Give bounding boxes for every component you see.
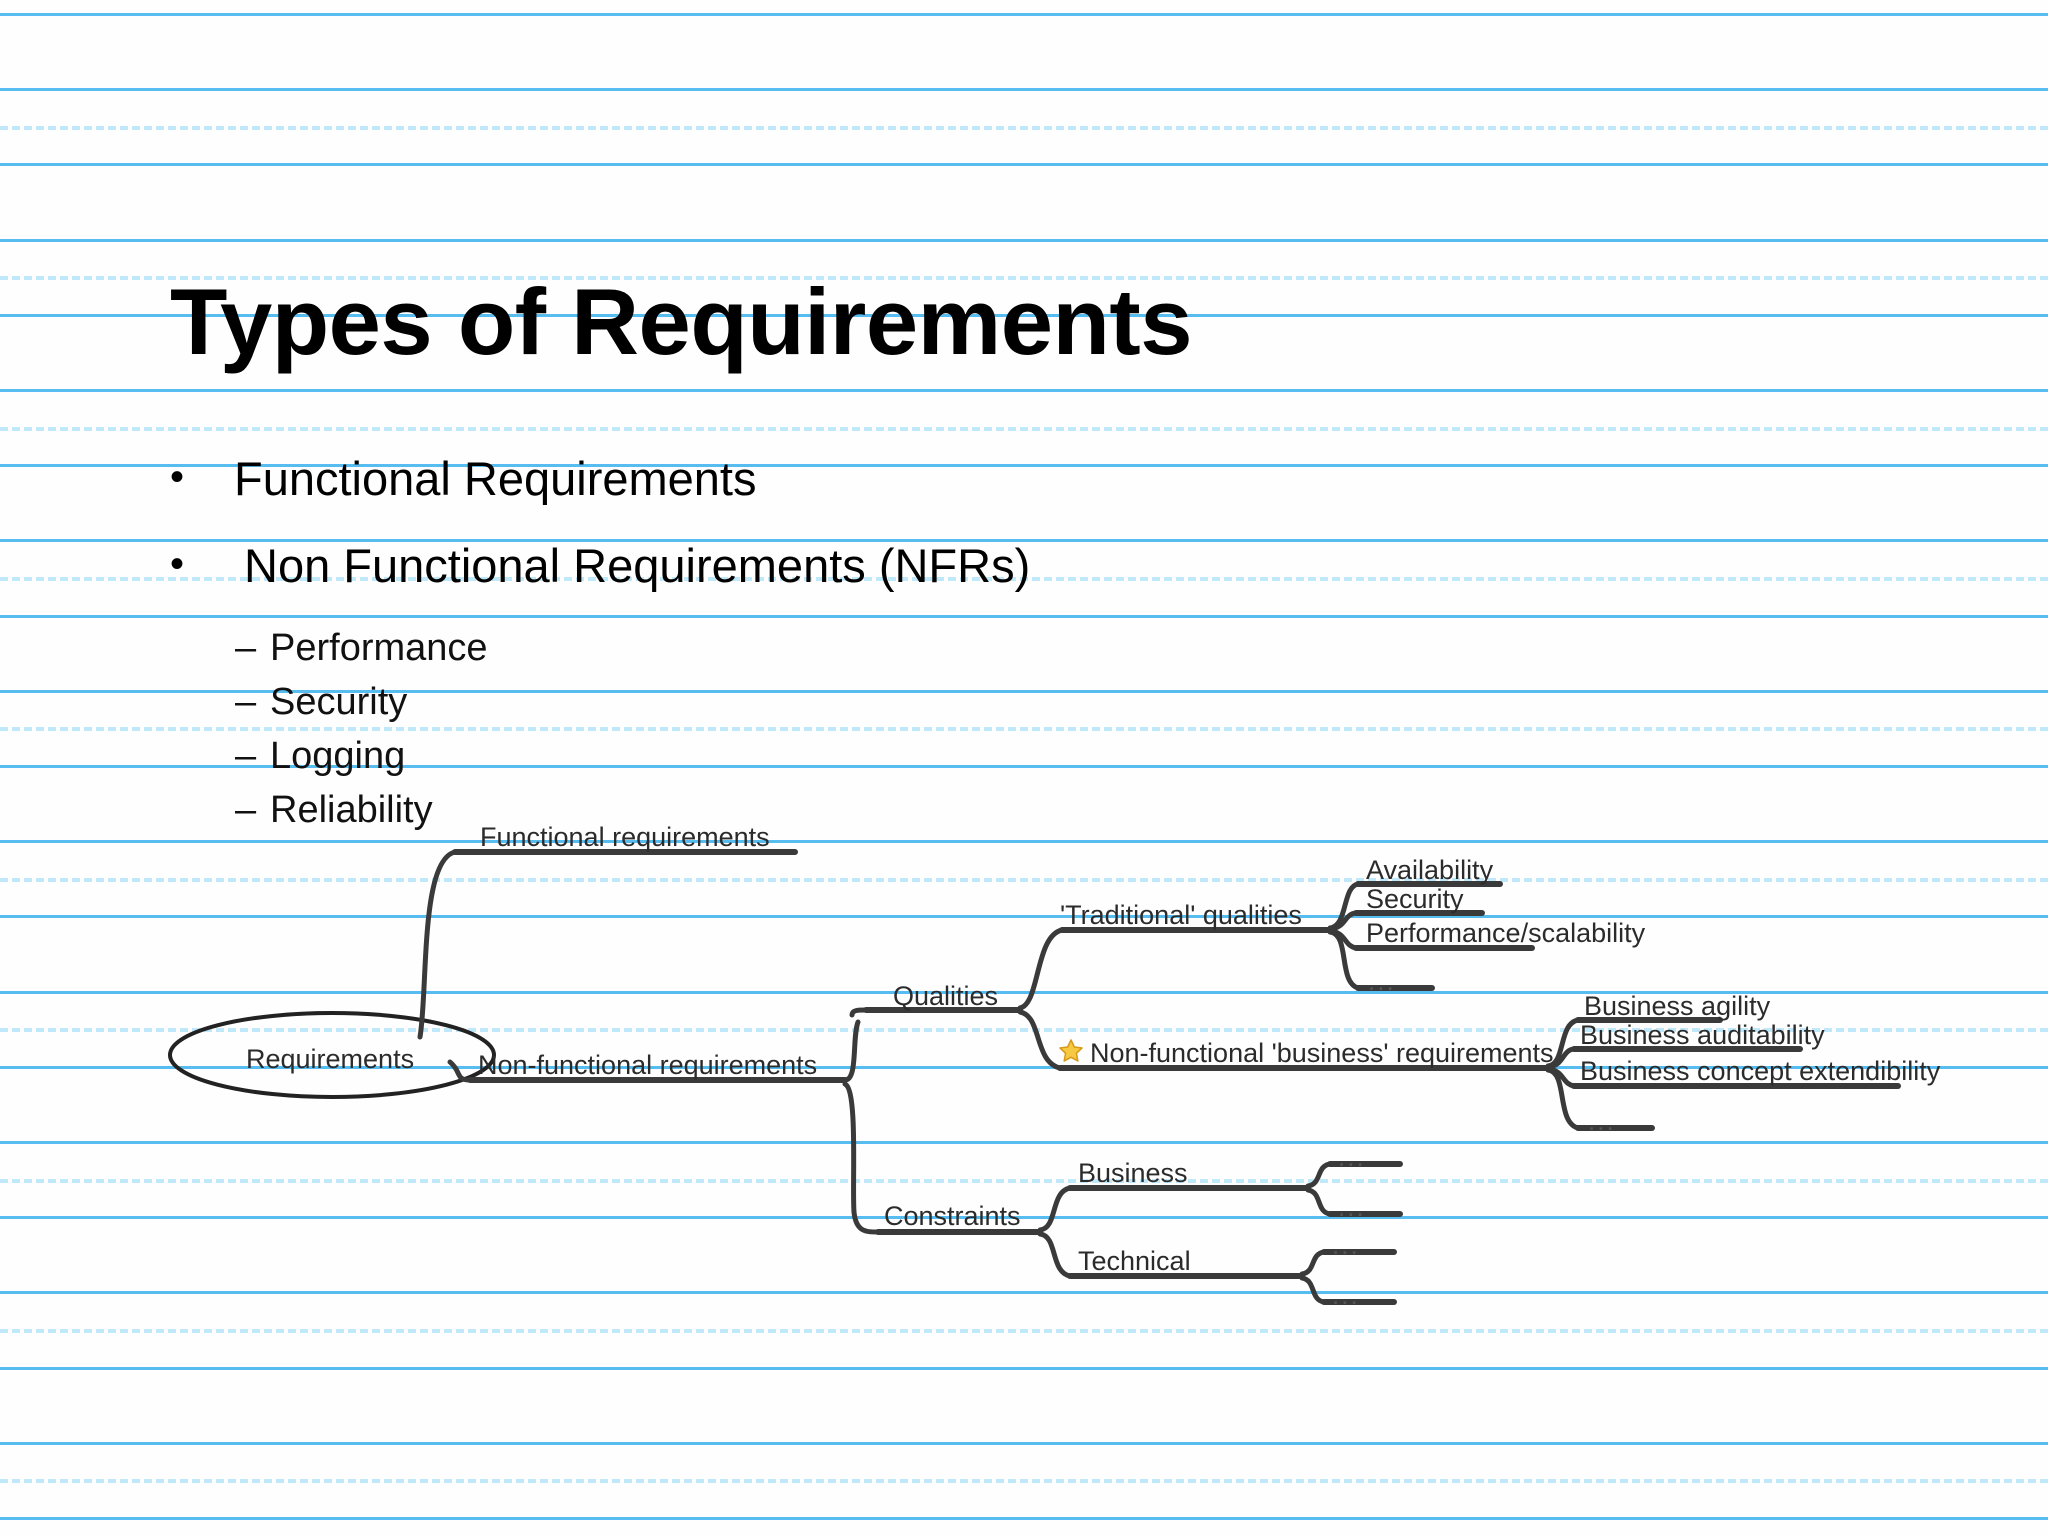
mindmap-node-business-concept-extendibility: Business concept extendibility bbox=[1580, 1056, 1941, 1086]
sub-bullet-label-performance: Performance bbox=[270, 627, 488, 669]
mindmap-node-business-more: ... bbox=[1588, 1106, 1616, 1136]
mindmap-node-nonfunctional-requirements: Non-functional requirements bbox=[478, 1050, 818, 1080]
sub-bullet-label-security: Security bbox=[270, 681, 408, 723]
sub-bullet-reliability: – Reliability bbox=[160, 791, 1560, 829]
bullet-list: • Functional Requirements • Non Function… bbox=[160, 455, 1560, 845]
mindmap-node-constraints-business-more-1: ... bbox=[1338, 1142, 1366, 1172]
mindmap-node-functional-requirements: Functional requirements bbox=[480, 822, 770, 852]
mindmap-node-traditional-more: ... bbox=[1368, 966, 1396, 996]
mindmap-node-performance-scalability: Performance/scalability bbox=[1366, 918, 1646, 948]
bullet-item-functional: • Functional Requirements bbox=[160, 455, 1560, 502]
mindmap-node-constraints-technical-more-2: ... bbox=[1332, 1280, 1360, 1310]
dash-marker-icon: – bbox=[235, 789, 257, 831]
root-node-ellipse bbox=[168, 1011, 496, 1099]
bullet-item-nonfunctional: • Non Functional Requirements (NFRs) bbox=[160, 542, 1560, 589]
mindmap-node-nonfunctional-business-requirements: Non-functional 'business' requirements bbox=[1090, 1038, 1554, 1068]
mindmap-node-requirements: Requirements bbox=[246, 1044, 415, 1074]
sub-bullet-performance: – Performance bbox=[160, 629, 1560, 667]
mindmap-node-constraints-business: Business bbox=[1078, 1158, 1188, 1188]
bullet-marker-icon: • bbox=[169, 455, 184, 499]
mindmap-node-constraints: Constraints bbox=[884, 1201, 1021, 1231]
sub-bullet-label-reliability: Reliability bbox=[270, 789, 433, 831]
mindmap-node-business-agility: Business agility bbox=[1584, 991, 1771, 1021]
mindmap-node-constraints-technical: Technical bbox=[1078, 1246, 1191, 1276]
bullet-label-functional: Functional Requirements bbox=[234, 452, 757, 505]
dash-marker-icon: – bbox=[235, 681, 257, 723]
mindmap-node-traditional-qualities: 'Traditional' qualities bbox=[1060, 900, 1302, 930]
mindmap-node-availability: Availability bbox=[1366, 855, 1494, 885]
bullet-label-nonfunctional: Non Functional Requirements (NFRs) bbox=[244, 539, 1031, 592]
star-icon bbox=[1059, 1039, 1083, 1062]
sub-bullet-logging: – Logging bbox=[160, 737, 1560, 775]
sub-bullet-label-logging: Logging bbox=[270, 735, 406, 777]
sub-bullet-list: – Performance – Security – Logging – Rel… bbox=[160, 629, 1560, 829]
bullet-marker-icon: • bbox=[169, 542, 184, 586]
mindmap-node-constraints-business-more-2: ... bbox=[1338, 1192, 1366, 1222]
dash-marker-icon: – bbox=[235, 627, 257, 669]
mindmap-branch-lines bbox=[168, 849, 1901, 1305]
mindmap-node-constraints-technical-more-1: ... bbox=[1332, 1230, 1360, 1260]
requirements-mindmap-image: Requirements Functional requirements Non… bbox=[0, 824, 2048, 1480]
page-title: Types of Requirements bbox=[170, 268, 1193, 374]
mindmap-node-qualities: Qualities bbox=[893, 981, 999, 1011]
mindmap-node-security: Security bbox=[1366, 884, 1464, 914]
sub-bullet-security: – Security bbox=[160, 683, 1560, 721]
mindmap-node-business-auditability: Business auditability bbox=[1580, 1020, 1825, 1050]
dash-marker-icon: – bbox=[235, 735, 257, 777]
